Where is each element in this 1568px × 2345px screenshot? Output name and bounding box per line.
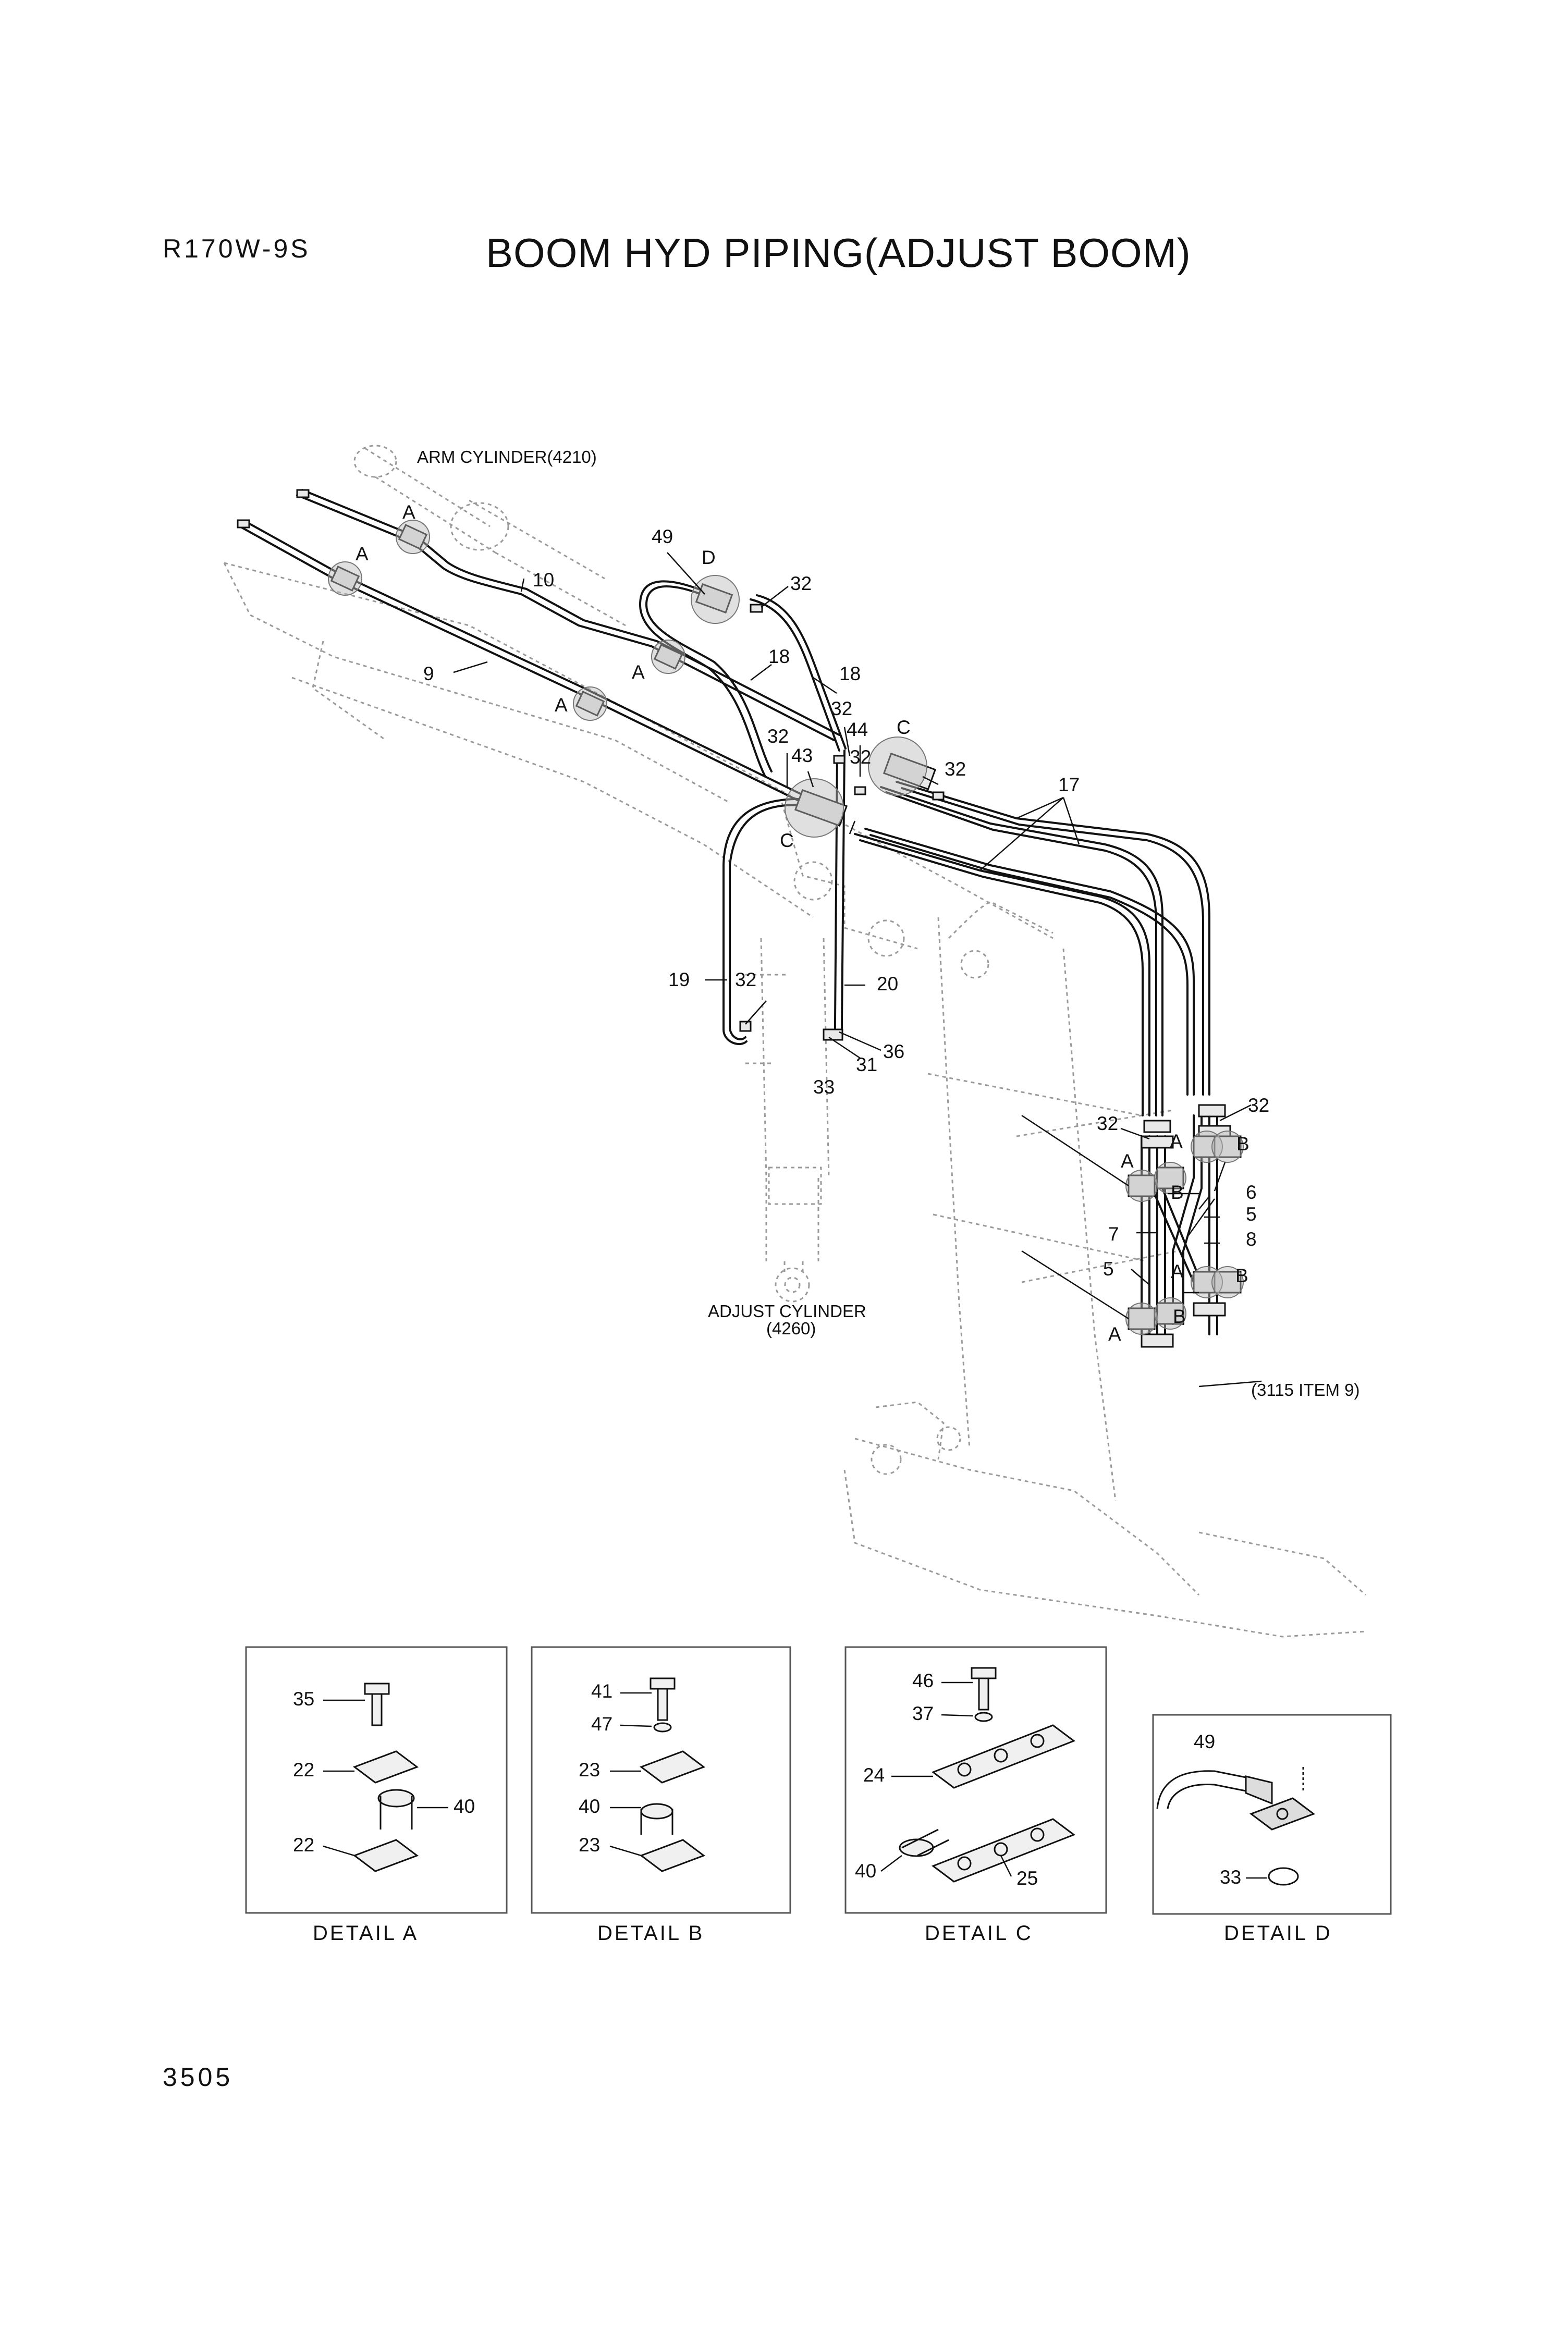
detail-c-caption: DETAIL C — [925, 1922, 1033, 1945]
model-number: R170W-9S — [163, 234, 311, 263]
page-title: BOOM HYD PIPING(ADJUST BOOM) — [486, 230, 1191, 276]
leader-lines — [453, 552, 1262, 1388]
callout-label: 32 — [1097, 1113, 1118, 1134]
detail-c-callout-24: 24 — [863, 1764, 885, 1786]
callout-label: 32 — [735, 969, 756, 990]
callout-label: A — [1121, 1150, 1134, 1172]
callout-label: 32 — [767, 726, 789, 747]
callout-label: 33 — [813, 1076, 835, 1098]
callout-label: B — [1235, 1265, 1248, 1286]
detail-b-callout-40: 40 — [579, 1796, 600, 1817]
page-number: 3505 — [163, 2062, 234, 2092]
detail-b-callout-47: 47 — [591, 1713, 612, 1735]
callout-label: 44 — [847, 719, 868, 740]
detail-c-panel: 46 37 24 40 25 DETAIL C — [844, 1646, 1107, 1945]
detail-a-panel: 35 22 40 22 DETAIL A — [245, 1646, 508, 1945]
callout-label: 9 — [423, 663, 434, 684]
arm-cylinder-note: ARM CYLINDER(4210) — [417, 447, 597, 466]
callout-label: 32 — [1248, 1095, 1269, 1116]
callout-label: A — [402, 501, 415, 523]
reference-note: (3115 ITEM 9) — [1251, 1380, 1359, 1399]
detail-d-caption: DETAIL D — [1224, 1922, 1332, 1945]
callout-label: 49 — [652, 526, 673, 547]
detail-b-callout-23-top: 23 — [579, 1759, 600, 1781]
callout-label: A — [1171, 1261, 1184, 1282]
adjust-cylinder-note-line1: ADJUST CYLINDER — [708, 1302, 866, 1321]
detail-d-callout-49: 49 — [1194, 1731, 1215, 1752]
detail-c-callout-37: 37 — [912, 1703, 934, 1724]
callout-label: B — [1236, 1133, 1250, 1155]
detail-markers — [328, 520, 1244, 1335]
detail-c-callout-46: 46 — [912, 1670, 934, 1691]
callout-label: 18 — [839, 663, 861, 684]
detail-d-callout-33: 33 — [1220, 1867, 1241, 1888]
detail-d-panel: 49 33 DETAIL D — [1152, 1714, 1392, 1945]
callout-label: C — [780, 830, 794, 851]
callout-label: A — [555, 694, 568, 716]
detail-b-panel: 41 47 23 40 23 DETAIL B — [531, 1646, 791, 1945]
callout-label: 31 — [856, 1054, 877, 1075]
callout-label: 20 — [877, 973, 898, 995]
callout-label: B — [1171, 1182, 1184, 1203]
callout-label: 18 — [768, 646, 790, 667]
callout-label: A — [356, 543, 369, 564]
callout-label: 32 — [790, 573, 812, 594]
detail-c-callout-40: 40 — [855, 1860, 876, 1882]
callout-label: 5 — [1103, 1258, 1114, 1280]
callout-label: C — [897, 717, 911, 738]
pipe-runs — [239, 489, 1218, 1335]
clamp-fittings — [237, 489, 1242, 1348]
detail-a-callout-40: 40 — [454, 1796, 475, 1817]
detail-b-callout-41: 41 — [591, 1680, 612, 1702]
detail-a-callout-35: 35 — [293, 1688, 314, 1710]
callout-label: 10 — [533, 569, 554, 591]
callout-label: D — [702, 547, 716, 568]
detail-a-caption: DETAIL A — [313, 1922, 419, 1945]
callout-label: A — [632, 661, 645, 683]
callout-label: 6 — [1246, 1182, 1257, 1203]
adjust-cylinder-note-line2: (4260) — [766, 1319, 816, 1338]
callout-label: A — [1108, 1323, 1121, 1345]
callout-label: B — [1173, 1306, 1186, 1327]
callout-label: 36 — [883, 1041, 904, 1062]
detail-b-caption: DETAIL B — [597, 1922, 704, 1945]
callout-label: 7 — [1108, 1223, 1119, 1245]
callout-label: 19 — [668, 969, 690, 990]
detail-b-callout-23-bottom: 23 — [579, 1834, 600, 1856]
detail-a-callout-22-bottom: 22 — [293, 1834, 314, 1856]
annotations: ARM CYLINDER(4210) ADJUST CYLINDER (4260… — [417, 447, 1359, 1399]
callout-label: 32 — [850, 746, 871, 768]
callout-label: 8 — [1246, 1229, 1257, 1250]
callout-label: 32 — [831, 698, 852, 719]
callout-label: A — [1170, 1131, 1183, 1152]
detail-c-callout-25: 25 — [1016, 1868, 1038, 1889]
detail-a-callout-22-top: 22 — [293, 1759, 314, 1781]
callout-label: 5 — [1246, 1204, 1257, 1225]
callout-label: 32 — [945, 758, 966, 780]
part-callouts: A A 10 49 D 32 9 A A 18 18 32 44 C 32 43… — [356, 501, 1269, 1345]
callout-label: 17 — [1058, 774, 1080, 795]
callout-label: 43 — [791, 745, 813, 766]
